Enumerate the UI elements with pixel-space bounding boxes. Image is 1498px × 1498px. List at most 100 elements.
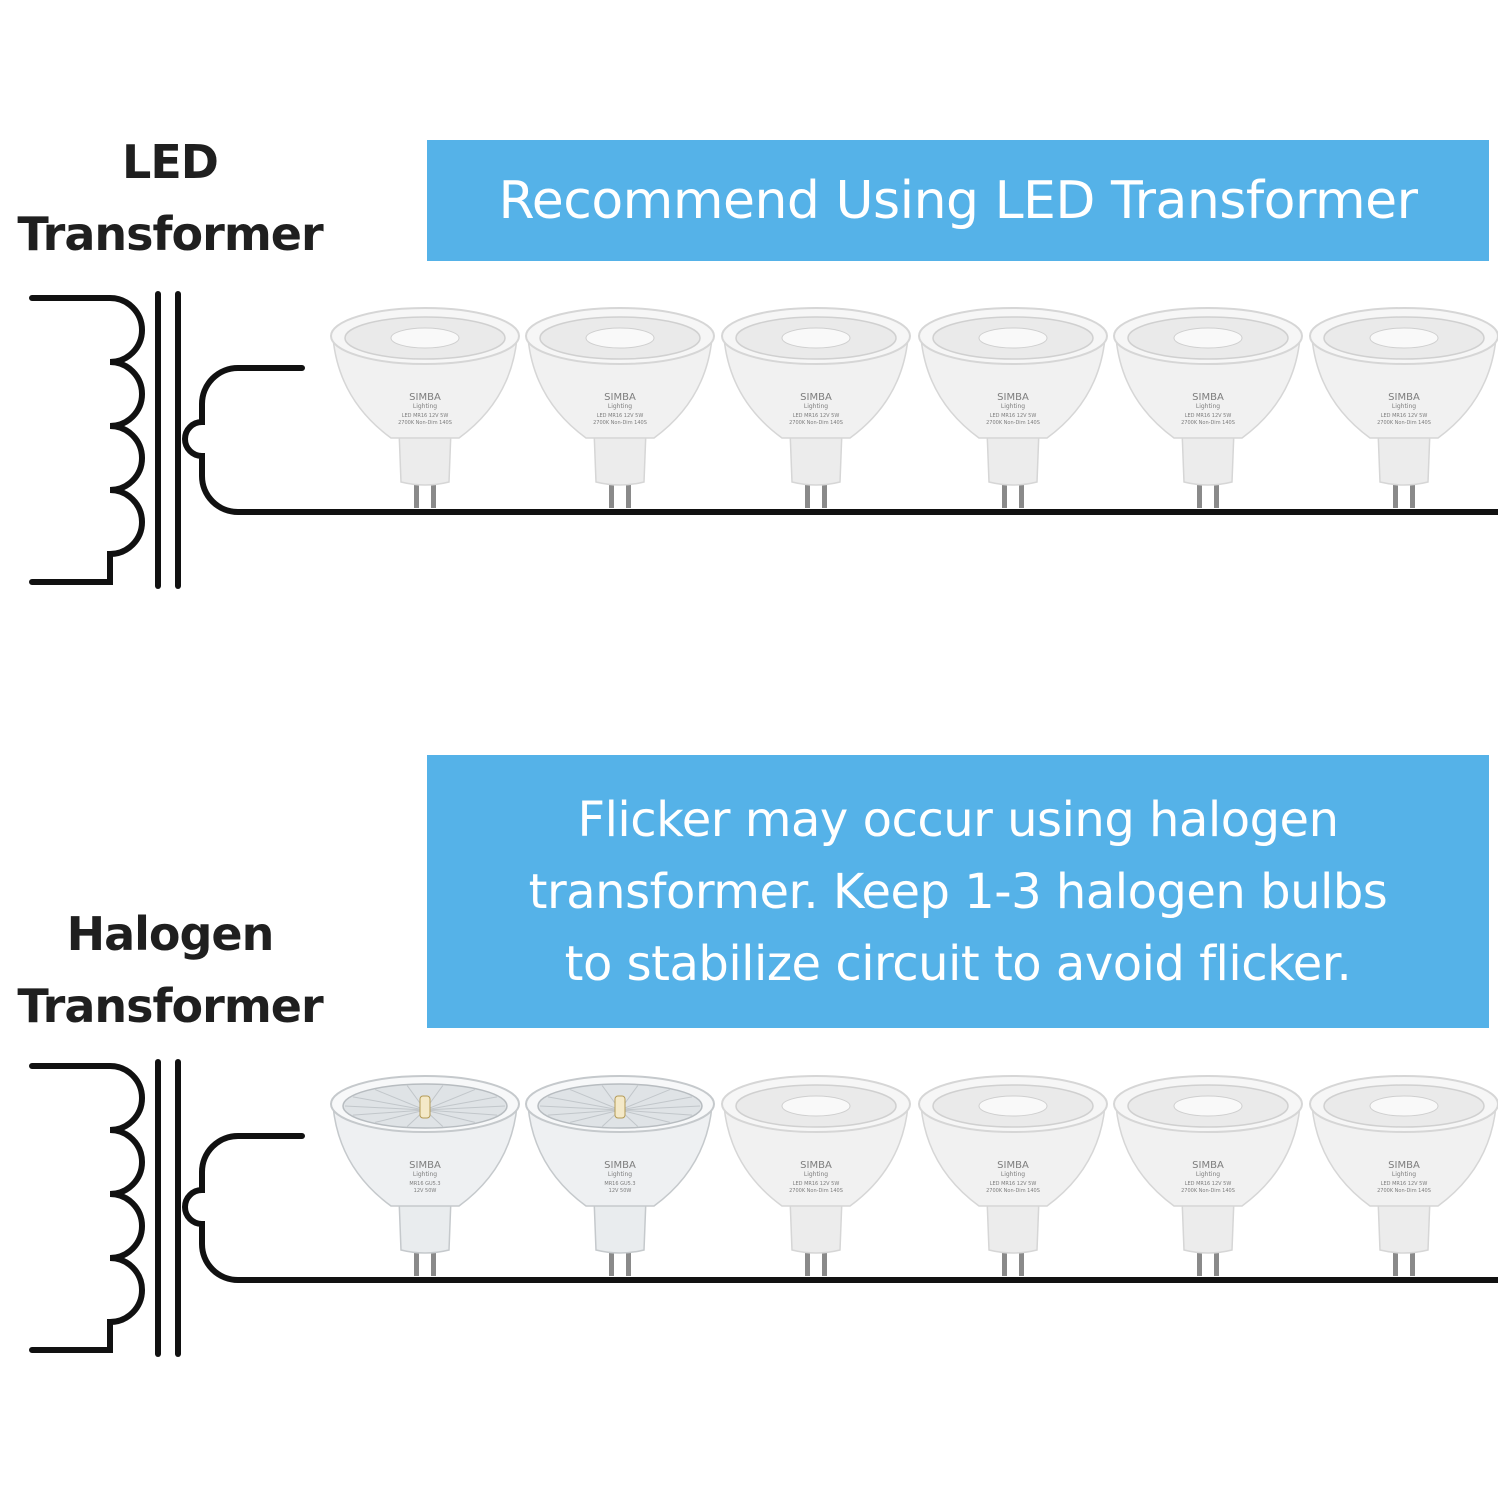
lens-center — [1369, 1095, 1439, 1117]
label-line-2: Transformer — [17, 207, 323, 261]
reflector-facet — [547, 1096, 621, 1111]
bulb-brand-sub: Lighting — [1001, 403, 1025, 410]
label-line-2: Transformer — [17, 979, 323, 1033]
bulb-spec-2: 12V 50W — [414, 1188, 437, 1194]
bulb-spec-2: 2700K Non-Dim 140S — [1377, 1188, 1431, 1194]
lens-center — [1369, 327, 1439, 349]
secondary-coil — [182, 365, 1498, 515]
reflector-facet — [569, 1109, 621, 1123]
bulb-brand: SIMBA — [997, 392, 1029, 403]
label-line-1: Halogen — [66, 907, 275, 961]
reflector-facet — [424, 1109, 498, 1116]
bulb-spec-1: LED MR16 12V 5W — [597, 413, 644, 419]
bulb-base — [986, 1197, 1040, 1254]
banner-line-3: to stabilize circuit to avoid flicker. — [564, 935, 1352, 992]
bulb-body — [920, 337, 1106, 439]
bulb-brand-sub: Lighting — [804, 403, 828, 410]
bulb-brand-sub: Lighting — [1392, 1171, 1416, 1178]
bulb-spec-1: LED MR16 12V 5W — [990, 1181, 1037, 1187]
bulb-spec-1: LED MR16 12V 5W — [1185, 413, 1232, 419]
bulb-spec-2: 2700K Non-Dim 140S — [398, 420, 452, 426]
bulb-spec-1: MR16 GU5.3 — [604, 1181, 635, 1187]
reflector-facet — [375, 1109, 426, 1123]
bulb-brand: SIMBA — [1192, 392, 1224, 403]
label-line-1: LED — [122, 135, 219, 189]
bulb-brand-sub: Lighting — [1196, 1171, 1220, 1178]
bulb-body — [332, 1105, 518, 1207]
flicker-warning-banner: Flicker may occur using halogen transfor… — [427, 755, 1489, 1028]
bulb-spec-2: 2700K Non-Dim 140S — [789, 420, 843, 426]
lens-center — [1173, 1095, 1243, 1117]
reflector-facet — [547, 1109, 621, 1116]
halogen-transformer-label: Halogen Transformer — [0, 898, 340, 1042]
bulb-spec-1: LED MR16 12V 5W — [793, 1181, 840, 1187]
reflector-facet — [619, 1105, 701, 1111]
bulb-base — [398, 429, 452, 486]
bulb-spec-1: LED MR16 12V 5W — [1185, 1181, 1232, 1187]
bulb-brand: SIMBA — [1192, 1160, 1224, 1171]
bulb-brand: SIMBA — [997, 1160, 1029, 1171]
bulb-spec-1: LED MR16 12V 5W — [1381, 1181, 1428, 1187]
bulb-spec-2: 2700K Non-Dim 140S — [1181, 420, 1235, 426]
filament-capsule — [419, 1095, 431, 1119]
bulb-base — [789, 429, 843, 486]
bulb-spec-1: LED MR16 12V 5W — [990, 413, 1037, 419]
reflector-facet — [424, 1089, 476, 1111]
bulb-spec-2: 2700K Non-Dim 140S — [1181, 1188, 1235, 1194]
transformer-symbol — [29, 1059, 1498, 1357]
bulb-body — [1311, 337, 1497, 439]
bulb-base — [986, 429, 1040, 486]
bulb-brand-sub: Lighting — [1196, 403, 1220, 410]
reflector-facet — [539, 1105, 621, 1111]
reflector-facet — [374, 1089, 426, 1111]
bulb-base — [1181, 1197, 1235, 1254]
lens-center — [781, 1095, 851, 1117]
bulb-spec-2: 2700K Non-Dim 140S — [789, 1188, 843, 1194]
bulb-base — [789, 1197, 843, 1254]
secondary-coil — [182, 1133, 1498, 1283]
bulb-body — [723, 1105, 909, 1207]
bulb-body — [920, 1105, 1106, 1207]
bulb-body — [1115, 1105, 1301, 1207]
bulb-brand-sub: Lighting — [1392, 403, 1416, 410]
bulb-brand-sub: Lighting — [608, 1171, 632, 1178]
reflector-facet — [344, 1105, 426, 1111]
bulb-body — [723, 337, 909, 439]
bulb-base — [1377, 429, 1431, 486]
reflector-facet — [352, 1109, 426, 1116]
bulb-brand-sub: Lighting — [413, 1171, 437, 1178]
bulb-body — [332, 337, 518, 439]
bulb-body — [527, 337, 713, 439]
banner-line-2: transformer. Keep 1-3 halogen bulbs — [528, 863, 1388, 920]
bulb-spec-2: 12V 50W — [609, 1188, 632, 1194]
bulb-brand-sub: Lighting — [608, 403, 632, 410]
reflector-facet — [424, 1096, 498, 1111]
reflector-facet — [619, 1089, 671, 1111]
bulb-base — [1377, 1197, 1431, 1254]
lens-center — [978, 1095, 1048, 1117]
reflector-facet — [569, 1089, 621, 1111]
bulb-base — [593, 429, 647, 486]
bulb-spec-2: 2700K Non-Dim 140S — [593, 420, 647, 426]
bulb-spec-2: 2700K Non-Dim 140S — [986, 1188, 1040, 1194]
bulb-base — [593, 1197, 647, 1254]
bulb-brand: SIMBA — [800, 392, 832, 403]
reflector-facet — [619, 1109, 671, 1123]
banner-line-1: Flicker may occur using halogen — [577, 791, 1339, 848]
bulb-body — [1311, 1105, 1497, 1207]
bulb-brand: SIMBA — [409, 392, 441, 403]
lens-center — [390, 327, 460, 349]
reflector-facet — [424, 1109, 475, 1123]
bulb-body — [527, 1105, 713, 1207]
bulb-body — [1115, 337, 1301, 439]
